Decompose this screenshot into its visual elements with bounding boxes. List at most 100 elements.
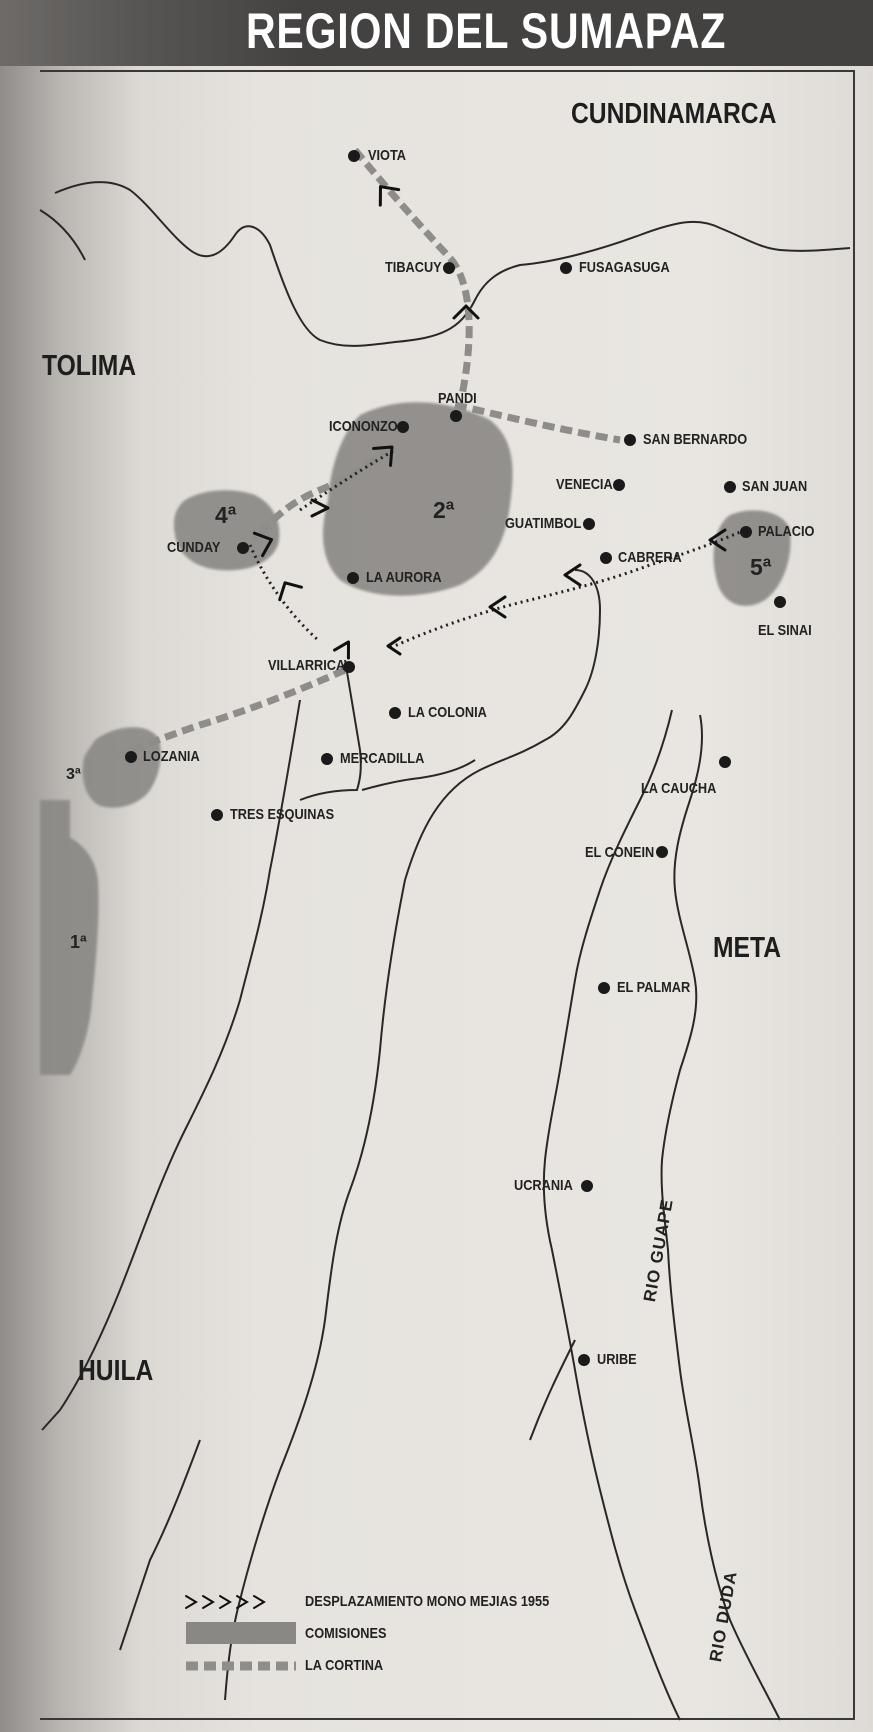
- dept-label-cundinamarca: CUNDINAMARCA: [571, 98, 777, 130]
- town-label-tibacuy: TIBACUY: [385, 259, 442, 276]
- town-dot-el-conein: [656, 846, 668, 858]
- town-label-fusagasuga: FUSAGASUGA: [579, 259, 670, 276]
- town-dot-san-bernardo: [624, 434, 636, 446]
- town-label-la-aurora: LA AURORA: [366, 569, 442, 586]
- map-frame: [40, 70, 855, 1720]
- town-label-pandi: PANDI: [438, 390, 477, 407]
- route-arrow: [278, 581, 303, 602]
- town-label-cunday: CUNDAY: [167, 539, 221, 556]
- town-dot-cunday: [237, 542, 249, 554]
- route-arrow: [386, 636, 402, 656]
- zone-label-4: 4ª: [215, 502, 237, 528]
- zone-label-1: 1ª: [70, 932, 87, 952]
- legend-label-route: DESPLAZAMIENTO MONO MEJIAS 1955: [305, 1593, 550, 1610]
- border-cundinamarca: [54, 181, 851, 347]
- cortina-villarrica-lozania: [118, 666, 347, 759]
- dept-label-tolima: TOLIMA: [42, 350, 137, 382]
- route-arrow: [378, 185, 401, 207]
- town-dot-venecia: [613, 479, 625, 491]
- town-label-ucrania: UCRANIA: [514, 1177, 573, 1194]
- town-dot-la-colonia: [389, 707, 401, 719]
- town-dot-viota: [348, 150, 360, 162]
- cortina-pandi-sanbernardo: [454, 401, 621, 444]
- border-lower-west: [119, 1439, 201, 1651]
- town-label-lozania: LOZANIA: [143, 748, 200, 765]
- route-arrow: [310, 498, 330, 518]
- mono-mejias-route-lines: [248, 448, 746, 650]
- dept-label-huila: HUILA: [78, 1355, 154, 1387]
- legend-label-commissions: COMISIONES: [305, 1625, 387, 1642]
- town-label-icononzo: ICONONZO: [329, 418, 398, 435]
- town-label-el-palmar: EL PALMAR: [617, 979, 691, 996]
- route-arrow: [563, 563, 582, 587]
- route-arrow: [252, 531, 274, 558]
- town-label-villarrica: VILLARRICA: [268, 657, 346, 674]
- river-lower-branch: [529, 1339, 576, 1441]
- town-markers: [125, 150, 786, 1366]
- town-dot-palacio: [740, 526, 752, 538]
- town-dot-villarrica: [343, 661, 355, 673]
- town-dot-icononzo: [397, 421, 409, 433]
- zone-label-5: 5ª: [750, 554, 772, 580]
- title-banner: REGION DEL SUMAPAZ: [0, 0, 873, 66]
- town-dot-cabrera: [600, 552, 612, 564]
- town-dot-el-palmar: [598, 982, 610, 994]
- border-tolima-west: [39, 209, 86, 261]
- town-label-el-sinai: EL SINAI: [758, 622, 812, 639]
- border-huila: [41, 699, 301, 1431]
- border-villarrica-road: [299, 659, 362, 801]
- route-arrow: [488, 595, 507, 619]
- town-dot-fusagasuga: [560, 262, 572, 274]
- zone-1-area: [40, 830, 99, 1075]
- town-dot-san-juan: [724, 481, 736, 493]
- town-dot-la-caucha: [719, 756, 731, 768]
- town-label-guatimbol: GUATIMBOL: [505, 515, 582, 532]
- zone-west-strip: [40, 800, 70, 860]
- town-label-san-bernardo: SAN BERNARDO: [643, 431, 748, 448]
- dept-label-meta: META: [713, 932, 782, 964]
- town-dot-tibacuy: [443, 262, 455, 274]
- borders: [39, 181, 851, 1701]
- route-arrow: [452, 304, 480, 320]
- rivers: [529, 709, 781, 1721]
- town-label-la-colonia: LA COLONIA: [408, 704, 487, 721]
- zone-label-2: 2ª: [433, 497, 455, 523]
- route-line-cunday-loop: [248, 544, 319, 642]
- town-label-viota: VIOTA: [368, 147, 407, 164]
- town-label-tres-esquinas: TRES ESQUINAS: [230, 806, 335, 823]
- town-label-el-conein: EL CONEIN: [585, 844, 655, 861]
- zone-2-area: [323, 402, 513, 596]
- town-dot-uribe: [578, 1354, 590, 1366]
- town-label-la-caucha: LA CAUCHA: [641, 780, 717, 797]
- river-guape-line: [660, 714, 781, 1721]
- town-label-mercadilla: MERCADILLA: [340, 750, 425, 767]
- town-dot-mercadilla: [321, 753, 333, 765]
- map-title: REGION DEL SUMAPAZ: [246, 3, 727, 59]
- route-line-icononzo: [299, 448, 396, 512]
- zone-3-area: [82, 727, 161, 808]
- route-line-cabrera: [389, 528, 746, 650]
- route-arrow: [708, 528, 727, 552]
- route-arrow: [333, 640, 350, 660]
- legend-symbols: [185, 1595, 296, 1671]
- cortina-viota-pandi: [352, 147, 473, 396]
- town-label-cabrera: CABRERA: [618, 549, 682, 566]
- legend-route-symbol: [185, 1595, 266, 1609]
- border-mercadilla: [361, 759, 476, 791]
- town-dot-lozania: [125, 751, 137, 763]
- town-dot-tres-esquinas: [211, 809, 223, 821]
- town-label-palacio: PALACIO: [758, 523, 815, 540]
- town-label-uribe: URIBE: [597, 1351, 637, 1368]
- town-dot-el-sinai: [774, 596, 786, 608]
- town-label-venecia: VENECIA: [556, 476, 613, 493]
- zone-label-3: 3ª: [66, 766, 81, 783]
- river-duda-line: [542, 709, 681, 1721]
- town-dot-la-aurora: [347, 572, 359, 584]
- route-arrows: [252, 185, 727, 660]
- legend-commission-swatch: [186, 1622, 296, 1644]
- border-meta: [224, 569, 602, 1701]
- route-arrow: [372, 445, 394, 467]
- town-dot-ucrania: [581, 1180, 593, 1192]
